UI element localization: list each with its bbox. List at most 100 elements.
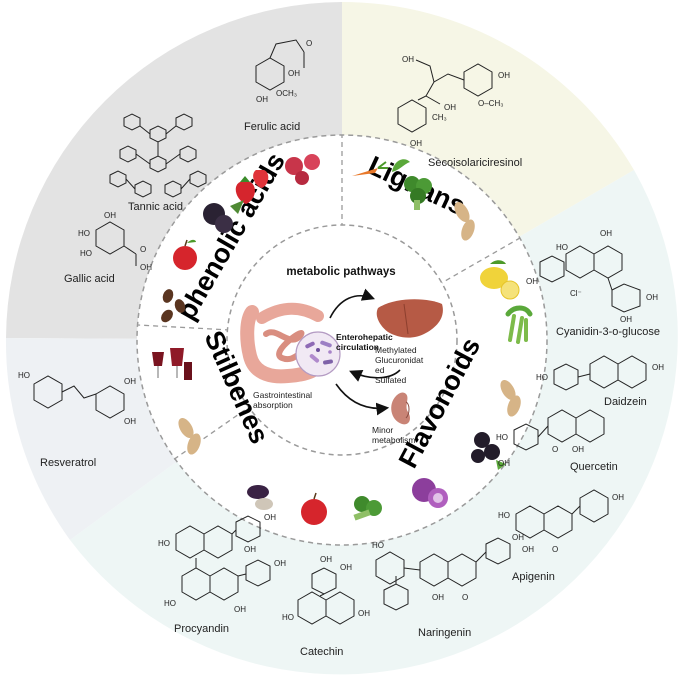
chem-atom-label: O–CH₃	[478, 99, 503, 108]
chem-atom-label: HO	[372, 541, 384, 550]
tannic-acid-structure	[109, 113, 207, 198]
wine-glass-icon	[152, 348, 192, 380]
chem-atom-label: OH	[402, 55, 414, 64]
cyanidin-structure: OH HO OH Cl⁻ OH OH	[526, 229, 658, 324]
strawberry-icon	[235, 170, 269, 204]
gut-microbiota-icon	[295, 331, 341, 377]
chem-atom-label: OH	[646, 293, 658, 302]
gallic-acid-label: Gallic acid	[64, 273, 115, 285]
apple-icon-bottom	[301, 492, 327, 525]
eggplant-icon	[247, 485, 273, 510]
chem-atom-label: O	[552, 545, 558, 554]
chem-atom-label: OH	[124, 377, 136, 386]
chem-atom-label: HO	[18, 371, 30, 380]
chem-atom-label: O	[140, 245, 146, 254]
chem-atom-label: HO	[164, 599, 176, 608]
peanut-icon-stilbene	[178, 418, 201, 455]
chem-atom-label: O	[462, 593, 468, 602]
chem-atom-label: OH	[498, 459, 510, 468]
chem-atom-label: HO	[498, 511, 510, 520]
chem-atom-label: HO	[80, 249, 92, 258]
chem-atom-label: OH	[140, 263, 152, 272]
chem-atom-label: HO	[536, 373, 548, 382]
quercetin-structure: OH O HO OH	[496, 409, 605, 468]
gallic-acid-structure: OH HO HO O OH	[78, 211, 152, 272]
chem-atom-label: OH	[264, 513, 276, 522]
gi-absorption-label-2: absorption	[253, 400, 293, 410]
liver-product-4: Sulfated	[375, 375, 406, 385]
liver-product-3: ed	[375, 365, 385, 375]
celery-icon	[505, 305, 533, 344]
ring-dividers	[137, 135, 521, 461]
chem-atom-label: CH₃	[432, 113, 447, 122]
liver-product-1: Methylated	[375, 345, 417, 355]
grapes-icon	[471, 432, 506, 470]
naringenin-label: Naringenin	[418, 627, 471, 639]
quercetin-label: Quercetin	[570, 461, 618, 473]
chem-atom-label: OH	[256, 95, 268, 104]
resveratrol-label: Resveratrol	[40, 457, 96, 469]
procyandin-structure: OH OH HO OH OH HO	[158, 513, 286, 614]
secoisolariciresinol-structure: OH OH OH O–CH₃ CH₃ OH	[397, 55, 510, 148]
arrow-from-liver	[349, 369, 401, 382]
chem-atom-label: OH	[444, 103, 456, 112]
pathway-arrows	[329, 288, 401, 416]
chem-atom-label: OH	[340, 563, 352, 572]
cyanidin-label: Cyanidin-3-o-glucose	[556, 326, 660, 338]
catechin-structure: OH OH HO OH	[282, 555, 370, 625]
apple-icon-left	[173, 239, 197, 270]
chem-atom-label: OH	[320, 555, 332, 564]
metabolic-pathways-title: metabolic pathways	[286, 266, 395, 278]
chem-atom-label: OH	[274, 559, 286, 568]
daidzein-label: Daidzein	[604, 396, 647, 408]
chem-atom-label: OH	[612, 493, 624, 502]
broccoli-icon-bottom	[353, 496, 382, 521]
ferulic-acid-label: Ferulic acid	[244, 121, 300, 133]
blackberry-icon	[203, 200, 244, 233]
kidney-label-1: Minor	[372, 425, 393, 435]
chem-atom-label: OCH₃	[276, 89, 297, 98]
chem-atom-label: HO	[496, 433, 508, 442]
chem-atom-label: OH	[244, 545, 256, 554]
chem-atom-label: OH	[432, 593, 444, 602]
carrot-icon	[352, 159, 410, 176]
chem-atom-label: OH	[104, 211, 116, 220]
arrow-to-liver	[329, 288, 375, 319]
liver-icon	[376, 299, 443, 338]
tannic-acid-label: Tannic acid	[128, 201, 183, 213]
food-icons	[152, 154, 533, 525]
enterohepatic-label-2: circulation	[336, 342, 379, 352]
coffee-beans-icon	[161, 289, 186, 323]
chem-atom-label: OH	[600, 229, 612, 238]
chem-atom-label: OH	[288, 69, 300, 78]
chem-atom-label: O	[552, 445, 558, 454]
chem-atom-label: OH	[358, 609, 370, 618]
chem-atom-label: OH	[124, 417, 136, 426]
chem-atom-label: O	[306, 39, 312, 48]
chem-atom-label: OH	[410, 139, 422, 148]
gi-absorption-label-1: Gastrointestinal	[253, 390, 312, 400]
chem-atom-label: HO	[78, 229, 90, 238]
chem-atom-label: OH	[620, 315, 632, 324]
chem-atom-label: OH	[522, 545, 534, 554]
chem-atom-label: Cl⁻	[570, 289, 582, 298]
secoisolariciresinol-label: Secoisolariciresinol	[428, 157, 522, 169]
chem-atom-label: OH	[572, 445, 584, 454]
lemon-icon	[480, 260, 520, 300]
raspberry-icon	[285, 154, 320, 185]
chem-atom-label: OH	[526, 277, 538, 286]
daidzein-structure: HO OH	[536, 355, 664, 391]
arrow-to-kidney	[335, 383, 390, 416]
peanut-icon-right	[454, 202, 475, 241]
kidney-label-2: metabolism	[372, 435, 415, 445]
peanut-icon-flavonoid	[500, 380, 521, 417]
chem-atom-label: HO	[158, 539, 170, 548]
procyandin-label: Procyandin	[174, 623, 229, 635]
chem-atom-label: HO	[282, 613, 294, 622]
chem-atom-label: HO	[556, 243, 568, 252]
enterohepatic-label-1: Enterohepatic	[336, 332, 393, 342]
apigenin-structure: OH HO OH O	[498, 489, 624, 554]
kidney-icon	[391, 392, 410, 425]
